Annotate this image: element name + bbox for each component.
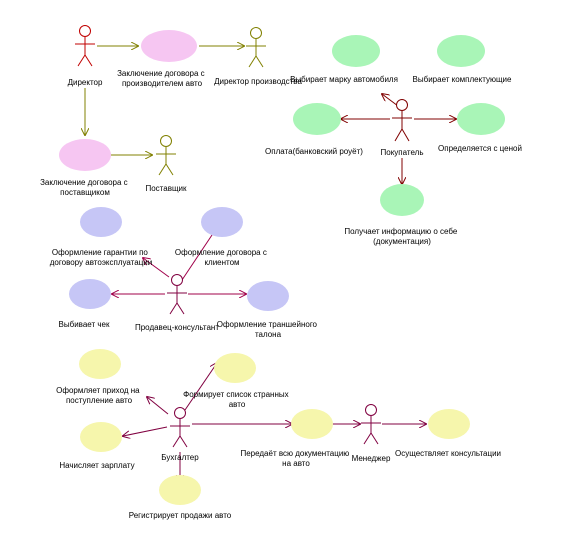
actor-accountant[interactable] [170,407,190,448]
label-uc-pass-docs: Передаёт всю документацию на авто [240,449,351,468]
use-case-choose-parts[interactable] [437,35,485,67]
actor-manager[interactable] [361,404,381,445]
use-case-form-docs[interactable] [214,353,256,383]
edge-buyer-model [382,94,399,107]
use-cases [59,30,505,505]
labels: Директор Директор производства Поставщик… [40,69,522,520]
label-uc-salary: Начисляет зарплату [59,461,134,470]
label-uc-choose-parts: Выбирает комплектующие [413,75,512,84]
use-case-salary[interactable] [80,422,122,452]
label-uc-receive-info: Получает информацию о себе (документация… [344,227,459,246]
label-manager: Менеджер [352,454,391,463]
actor-buyer[interactable] [392,99,412,142]
label-director-producer: Директор производства [214,77,302,86]
label-uc-payment: Оплата(банковский роуёт) [265,147,363,156]
label-supplier: Поставщик [145,184,187,193]
use-case-tradein[interactable] [247,281,289,311]
use-case-warranty[interactable] [80,207,122,237]
actor-director-producer[interactable] [246,27,266,68]
label-sales-consultant: Продавец-консультант [135,323,219,332]
use-case-check[interactable] [69,279,111,309]
use-case-pass-docs[interactable] [291,409,333,439]
label-accountant: Бухгалтер [161,453,199,462]
edge-consultant-warranty [143,258,170,278]
edge-accountant-salary [123,426,168,436]
use-case-receive-info[interactable] [380,184,424,216]
label-uc-choose-model: Выбирает марку автомобиля [290,75,398,84]
label-uc-warranty: Оформление гарантии по договору автоэксп… [50,248,152,267]
label-uc-tradein: Оформление траншейного талона [217,320,320,339]
label-uc-contract-supplier: Заключение договора с поставщиком [40,178,130,197]
label-uc-reg-sales: Регистрирует продажи авто [129,511,232,520]
use-case-choose-model[interactable] [332,35,380,67]
label-uc-arrival: Оформляет приход на поступление авто [56,386,142,405]
actor-director[interactable] [75,25,95,67]
label-director: Директор [68,78,103,87]
use-case-arrival[interactable] [79,349,121,379]
use-case-contract-supplier[interactable] [59,139,111,171]
use-case-reg-sales[interactable] [159,475,201,505]
edge-accountant-form [184,363,217,411]
use-case-contract-client[interactable] [201,207,243,237]
use-case-payment[interactable] [293,103,341,135]
label-uc-contract-client: Оформление договора с клиентом [175,248,269,267]
label-buyer: Покупатель [381,148,424,157]
actor-supplier[interactable] [156,135,176,176]
actor-sales-consultant[interactable] [167,274,187,315]
use-case-consult[interactable] [428,409,470,439]
label-uc-contract-producer: Заключение договора с производителем авт… [117,69,207,88]
use-case-contract-producer[interactable] [141,30,197,62]
edge-accountant-arrival [147,397,169,415]
label-uc-consult: Осуществляет консультации [395,449,501,458]
label-uc-form-docs: Формирует список странных авто [183,390,291,409]
use-case-part-exchange[interactable] [457,103,505,135]
label-uc-check: Выбивает чек [59,320,110,329]
label-uc-part-exchange: Определяется с ценой [438,144,522,153]
